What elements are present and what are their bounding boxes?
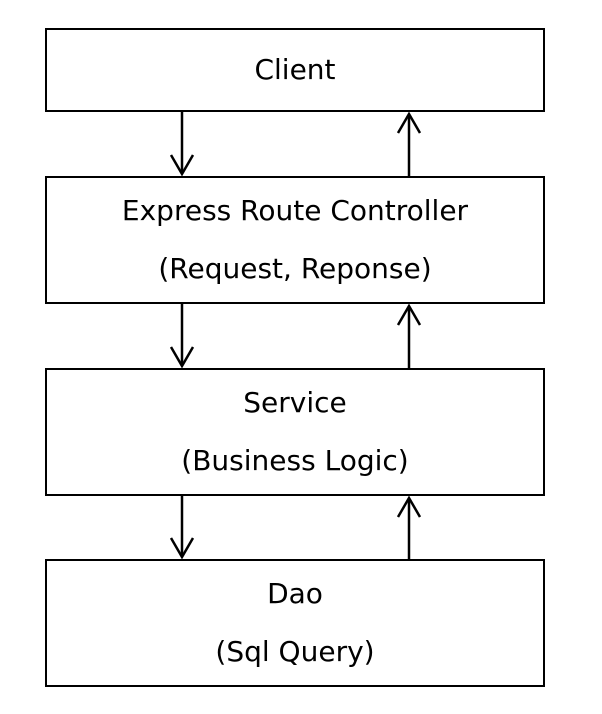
arrow-service-to-controller (396, 303, 422, 368)
arrow-dao-to-service (396, 495, 422, 559)
service-box: Service (Business Logic) (45, 368, 545, 496)
controller-label: Express Route Controller (121, 194, 469, 227)
client-label: Client (254, 53, 336, 86)
express-route-controller-box: Express Route Controller (Request, Repon… (45, 176, 545, 304)
arrow-controller-to-client (396, 111, 422, 176)
service-label: Service (243, 386, 347, 419)
service-sublabel: (Business Logic) (181, 444, 409, 477)
client-box: Client (45, 28, 545, 112)
dao-box: Dao (Sql Query) (45, 559, 545, 687)
arrow-client-to-controller (169, 112, 195, 177)
arrow-controller-to-service (169, 304, 195, 369)
controller-sublabel: (Request, Reponse) (158, 252, 432, 285)
dao-label: Dao (267, 577, 323, 610)
dao-sublabel: (Sql Query) (215, 635, 375, 668)
arrow-service-to-dao (169, 496, 195, 560)
